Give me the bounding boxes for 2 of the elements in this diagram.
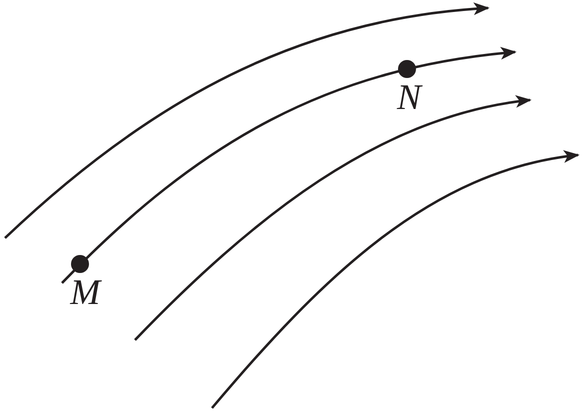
- point-label: N: [396, 77, 421, 118]
- point-label: M: [70, 272, 100, 312]
